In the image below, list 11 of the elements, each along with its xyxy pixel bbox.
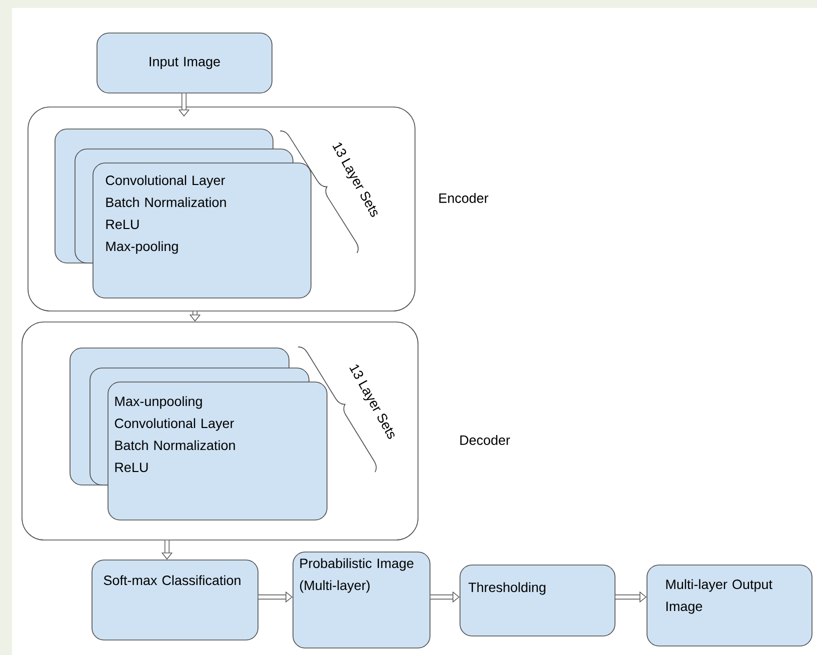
brace-label: 13 Layer Sets — [332, 142, 378, 217]
brace-label: 13 Layer Sets — [349, 364, 395, 439]
group-heading: Encoder — [439, 193, 488, 203]
process-box: Thresholding — [460, 564, 616, 636]
process-box: Input Image — [96, 32, 272, 94]
layer-card-stack: Convolutional Layer Batch Normalization ReLU Max-pooling — [54, 128, 312, 298]
process-box: Multi-layer Output Image — [646, 564, 812, 646]
layer-card-stack: Max-unpooling Convolutional Layer Batch Normalization ReLU — [70, 348, 328, 520]
group-heading: Decoder — [460, 435, 510, 445]
process-box: Soft-max Classification — [92, 560, 258, 640]
process-box: Probabilistic Image (Multi-layer) — [292, 552, 430, 648]
